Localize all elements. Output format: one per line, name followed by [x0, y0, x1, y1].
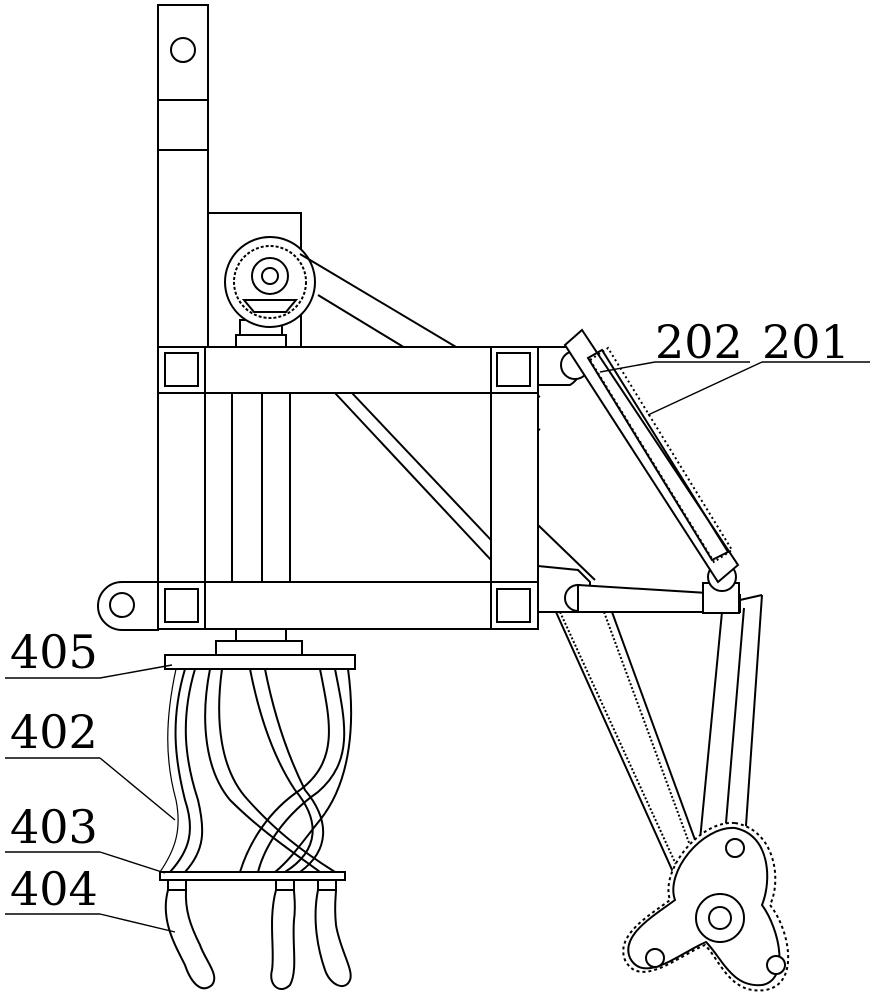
svg-text:405: 405 — [10, 625, 98, 679]
svg-text:403: 403 — [10, 800, 98, 854]
vertical-mast — [158, 5, 208, 347]
hook-tips — [166, 890, 351, 989]
lower-shaft — [165, 629, 355, 669]
label-202: 202 — [600, 315, 750, 372]
gear-housing — [208, 213, 315, 347]
gripper-fingers — [160, 669, 351, 872]
sprocket-wheel — [623, 823, 788, 991]
main-frame — [158, 347, 538, 629]
svg-text:404: 404 — [10, 862, 98, 916]
svg-text:201: 201 — [762, 315, 850, 369]
bottom-plate — [160, 872, 345, 890]
label-404: 404 — [5, 862, 175, 932]
svg-text:202: 202 — [655, 315, 743, 369]
left-lug — [98, 582, 158, 630]
label-405: 405 — [5, 625, 172, 679]
svg-text:402: 402 — [10, 705, 98, 759]
